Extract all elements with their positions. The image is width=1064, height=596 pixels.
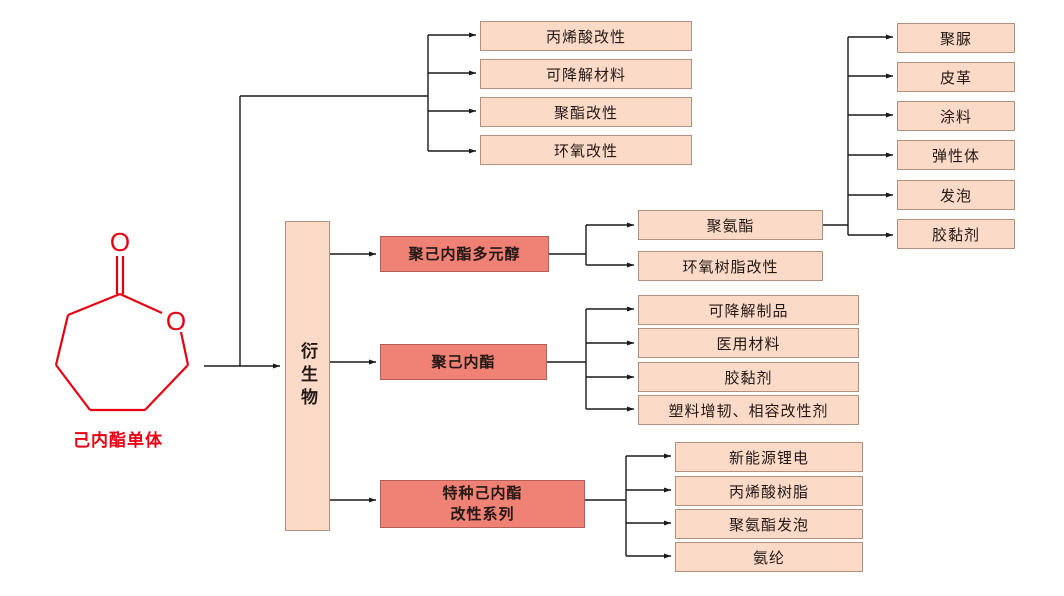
monomer-title: 己内酯单体 xyxy=(73,431,163,451)
pu-use-elastomer: 弹性体 xyxy=(897,140,1015,170)
pcl-item-medical-materials: 医用材料 xyxy=(638,328,859,358)
top-item-polyester-modification: 聚酯改性 xyxy=(480,97,692,127)
special-item-pu-foam: 聚氨酯发泡 xyxy=(675,509,863,539)
special-item-lithium-battery: 新能源锂电 xyxy=(675,442,863,472)
special-item-spandex: 氨纶 xyxy=(675,542,863,572)
ring-oxygen-label: O xyxy=(166,306,186,336)
pu-use-adhesive: 胶黏剂 xyxy=(897,219,1015,249)
pu-use-coating: 涂料 xyxy=(897,101,1015,131)
derivatives-hub: 衍生物 xyxy=(285,221,330,531)
pu-use-leather: 皮革 xyxy=(897,62,1015,92)
carbonyl-oxygen-label: O xyxy=(110,227,130,257)
node-polycaprolactone: 聚己内酯 xyxy=(380,344,547,380)
pu-use-foaming: 发泡 xyxy=(897,180,1015,210)
node-special-caprolactone: 特种己内酯 改性系列 xyxy=(380,480,585,528)
caprolactone-structure xyxy=(54,256,190,412)
node-epoxy-resin-modification: 环氧树脂改性 xyxy=(638,251,823,281)
node-pcl-polyol: 聚己内酯多元醇 xyxy=(380,236,549,272)
pcl-item-degradable-products: 可降解制品 xyxy=(638,295,859,325)
pu-use-polyurea: 聚脲 xyxy=(897,23,1015,53)
pcl-item-adhesive: 胶黏剂 xyxy=(638,362,859,392)
derivatives-hub-label: 衍生物 xyxy=(297,341,317,411)
special-item-acrylic-resin: 丙烯酸树脂 xyxy=(675,476,863,506)
node-special-caprolactone-line2: 改性系列 xyxy=(450,505,515,523)
node-polyurethane: 聚氨酯 xyxy=(638,210,823,240)
top-item-epoxy-modification: 环氧改性 xyxy=(480,135,692,165)
top-item-degradable-material: 可降解材料 xyxy=(480,59,692,89)
top-item-acrylic-modification: 丙烯酸改性 xyxy=(480,21,692,51)
node-special-caprolactone-line1: 特种己内酯 xyxy=(442,484,523,502)
pcl-item-plastic-toughening: 塑料增韧、相容改性剂 xyxy=(638,395,859,425)
